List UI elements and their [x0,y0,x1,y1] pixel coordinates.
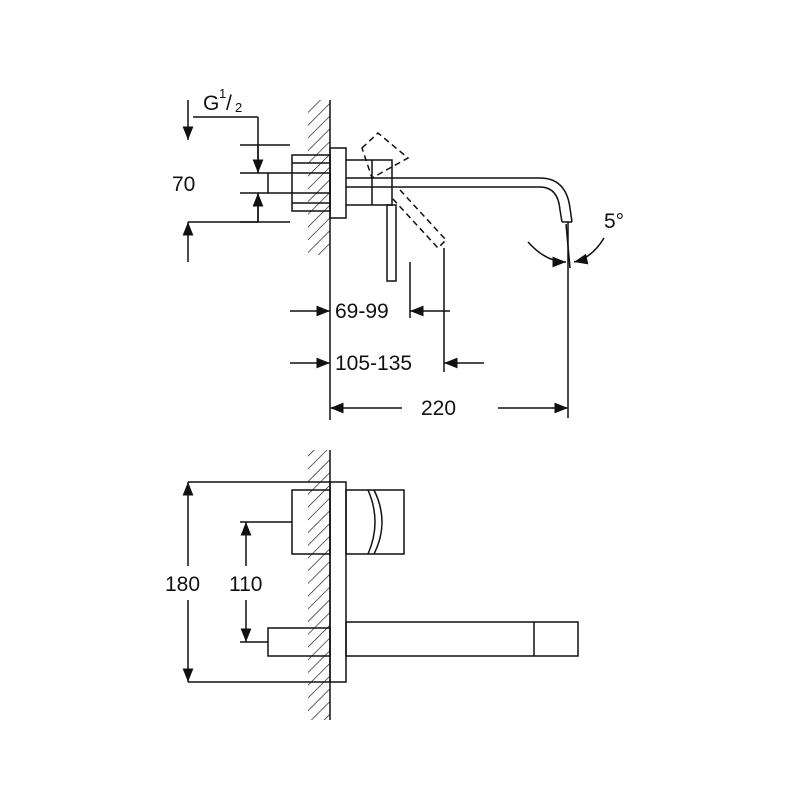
label-thread-num: 1 [219,86,226,101]
mixer-body [346,159,393,206]
label-angle-5: 5° [604,210,624,233]
label-dim-105-135: 105-135 [335,352,412,375]
wall-section-top [308,100,331,420]
label-dim-220: 220 [421,397,456,420]
front-cover-plate [329,481,347,683]
dim-110 [240,521,292,643]
label-dim-70: 70 [172,173,195,196]
label-dim-110: 110 [229,573,262,596]
label-thread-den: 2 [235,100,242,115]
cover-plate [329,147,347,219]
dim-70 [182,100,290,262]
label-dim-69-99: 69-99 [335,300,389,323]
label-thread-g: G [203,92,219,115]
dim-220 [330,222,569,418]
label-thread-slash: / [226,92,232,115]
lever-handle [386,204,397,282]
dim-105-135 [290,248,484,372]
labels: G 1 / 2 70 69-99 105-135 220 5° 180 110 [165,86,624,596]
label-dim-180: 180 [165,573,200,596]
lever-alt-position [361,131,448,250]
dim-180 [182,481,330,683]
dim-angle-5 [527,223,605,269]
side-view [182,100,605,420]
front-view [182,450,579,720]
spout [346,177,573,223]
